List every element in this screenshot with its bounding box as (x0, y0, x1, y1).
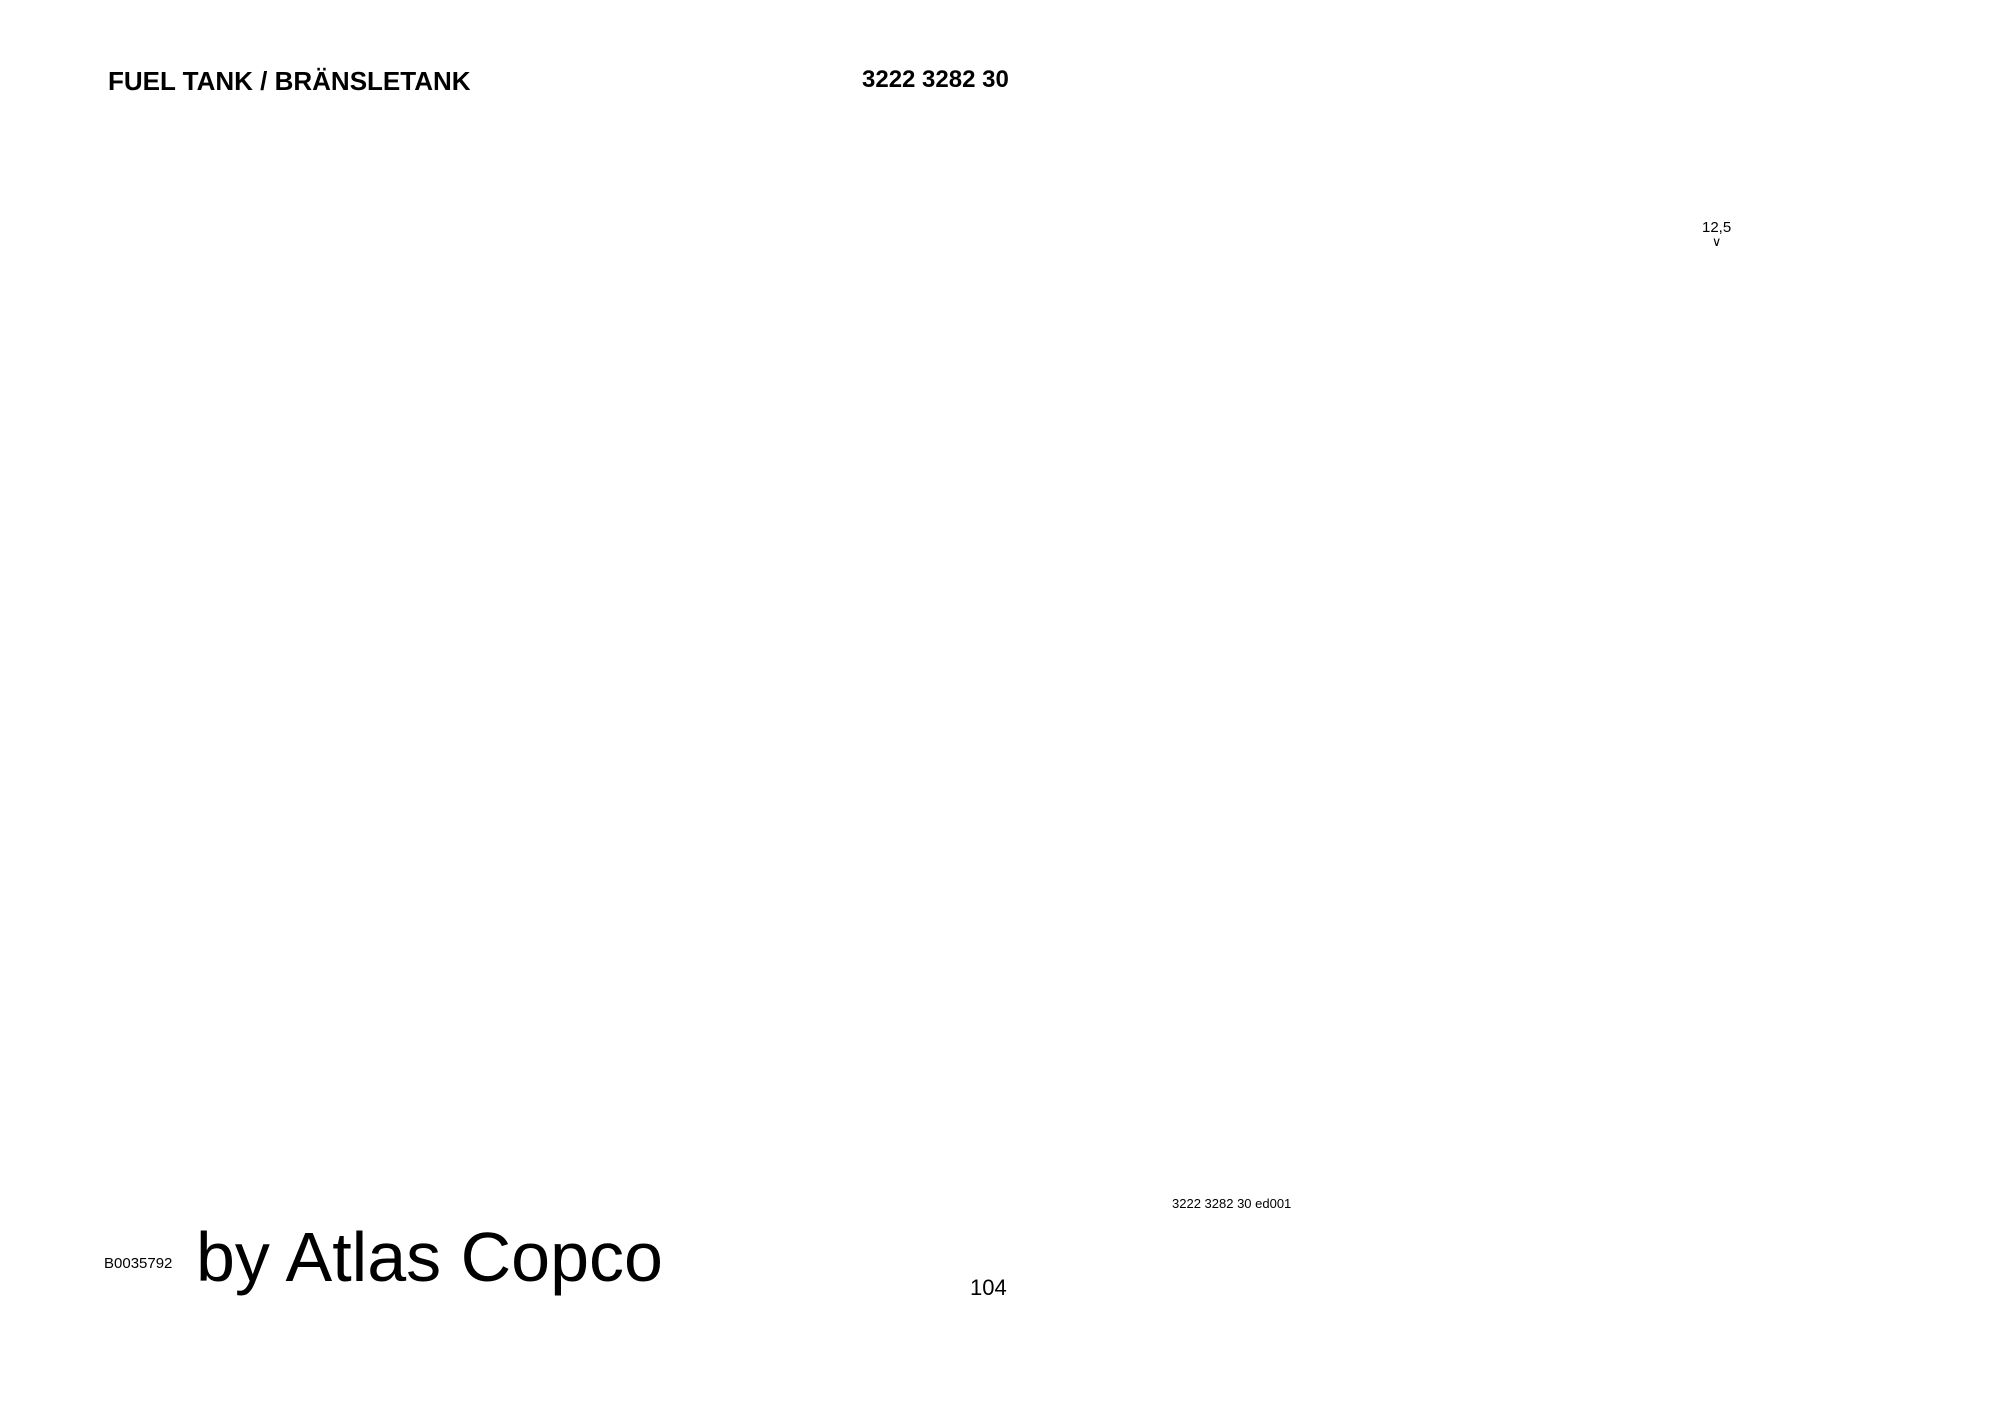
surface-finish-symbol: 12,5 ∨ (1702, 220, 1731, 248)
surface-finish-value: 12,5 (1702, 219, 1732, 236)
page-number: 104 (970, 1275, 1007, 1300)
brand-text: by Atlas Copco (196, 1218, 663, 1296)
part-number: 3222 3282 30 (862, 66, 1009, 93)
drawing-reference: 3222 3282 30 ed001 (1172, 1196, 1292, 1211)
page-title: FUEL TANK / BRÄNSLETANK (108, 66, 471, 96)
document-id: B0035792 (104, 1255, 173, 1272)
check-mark-icon: ∨ (1711, 234, 1722, 249)
